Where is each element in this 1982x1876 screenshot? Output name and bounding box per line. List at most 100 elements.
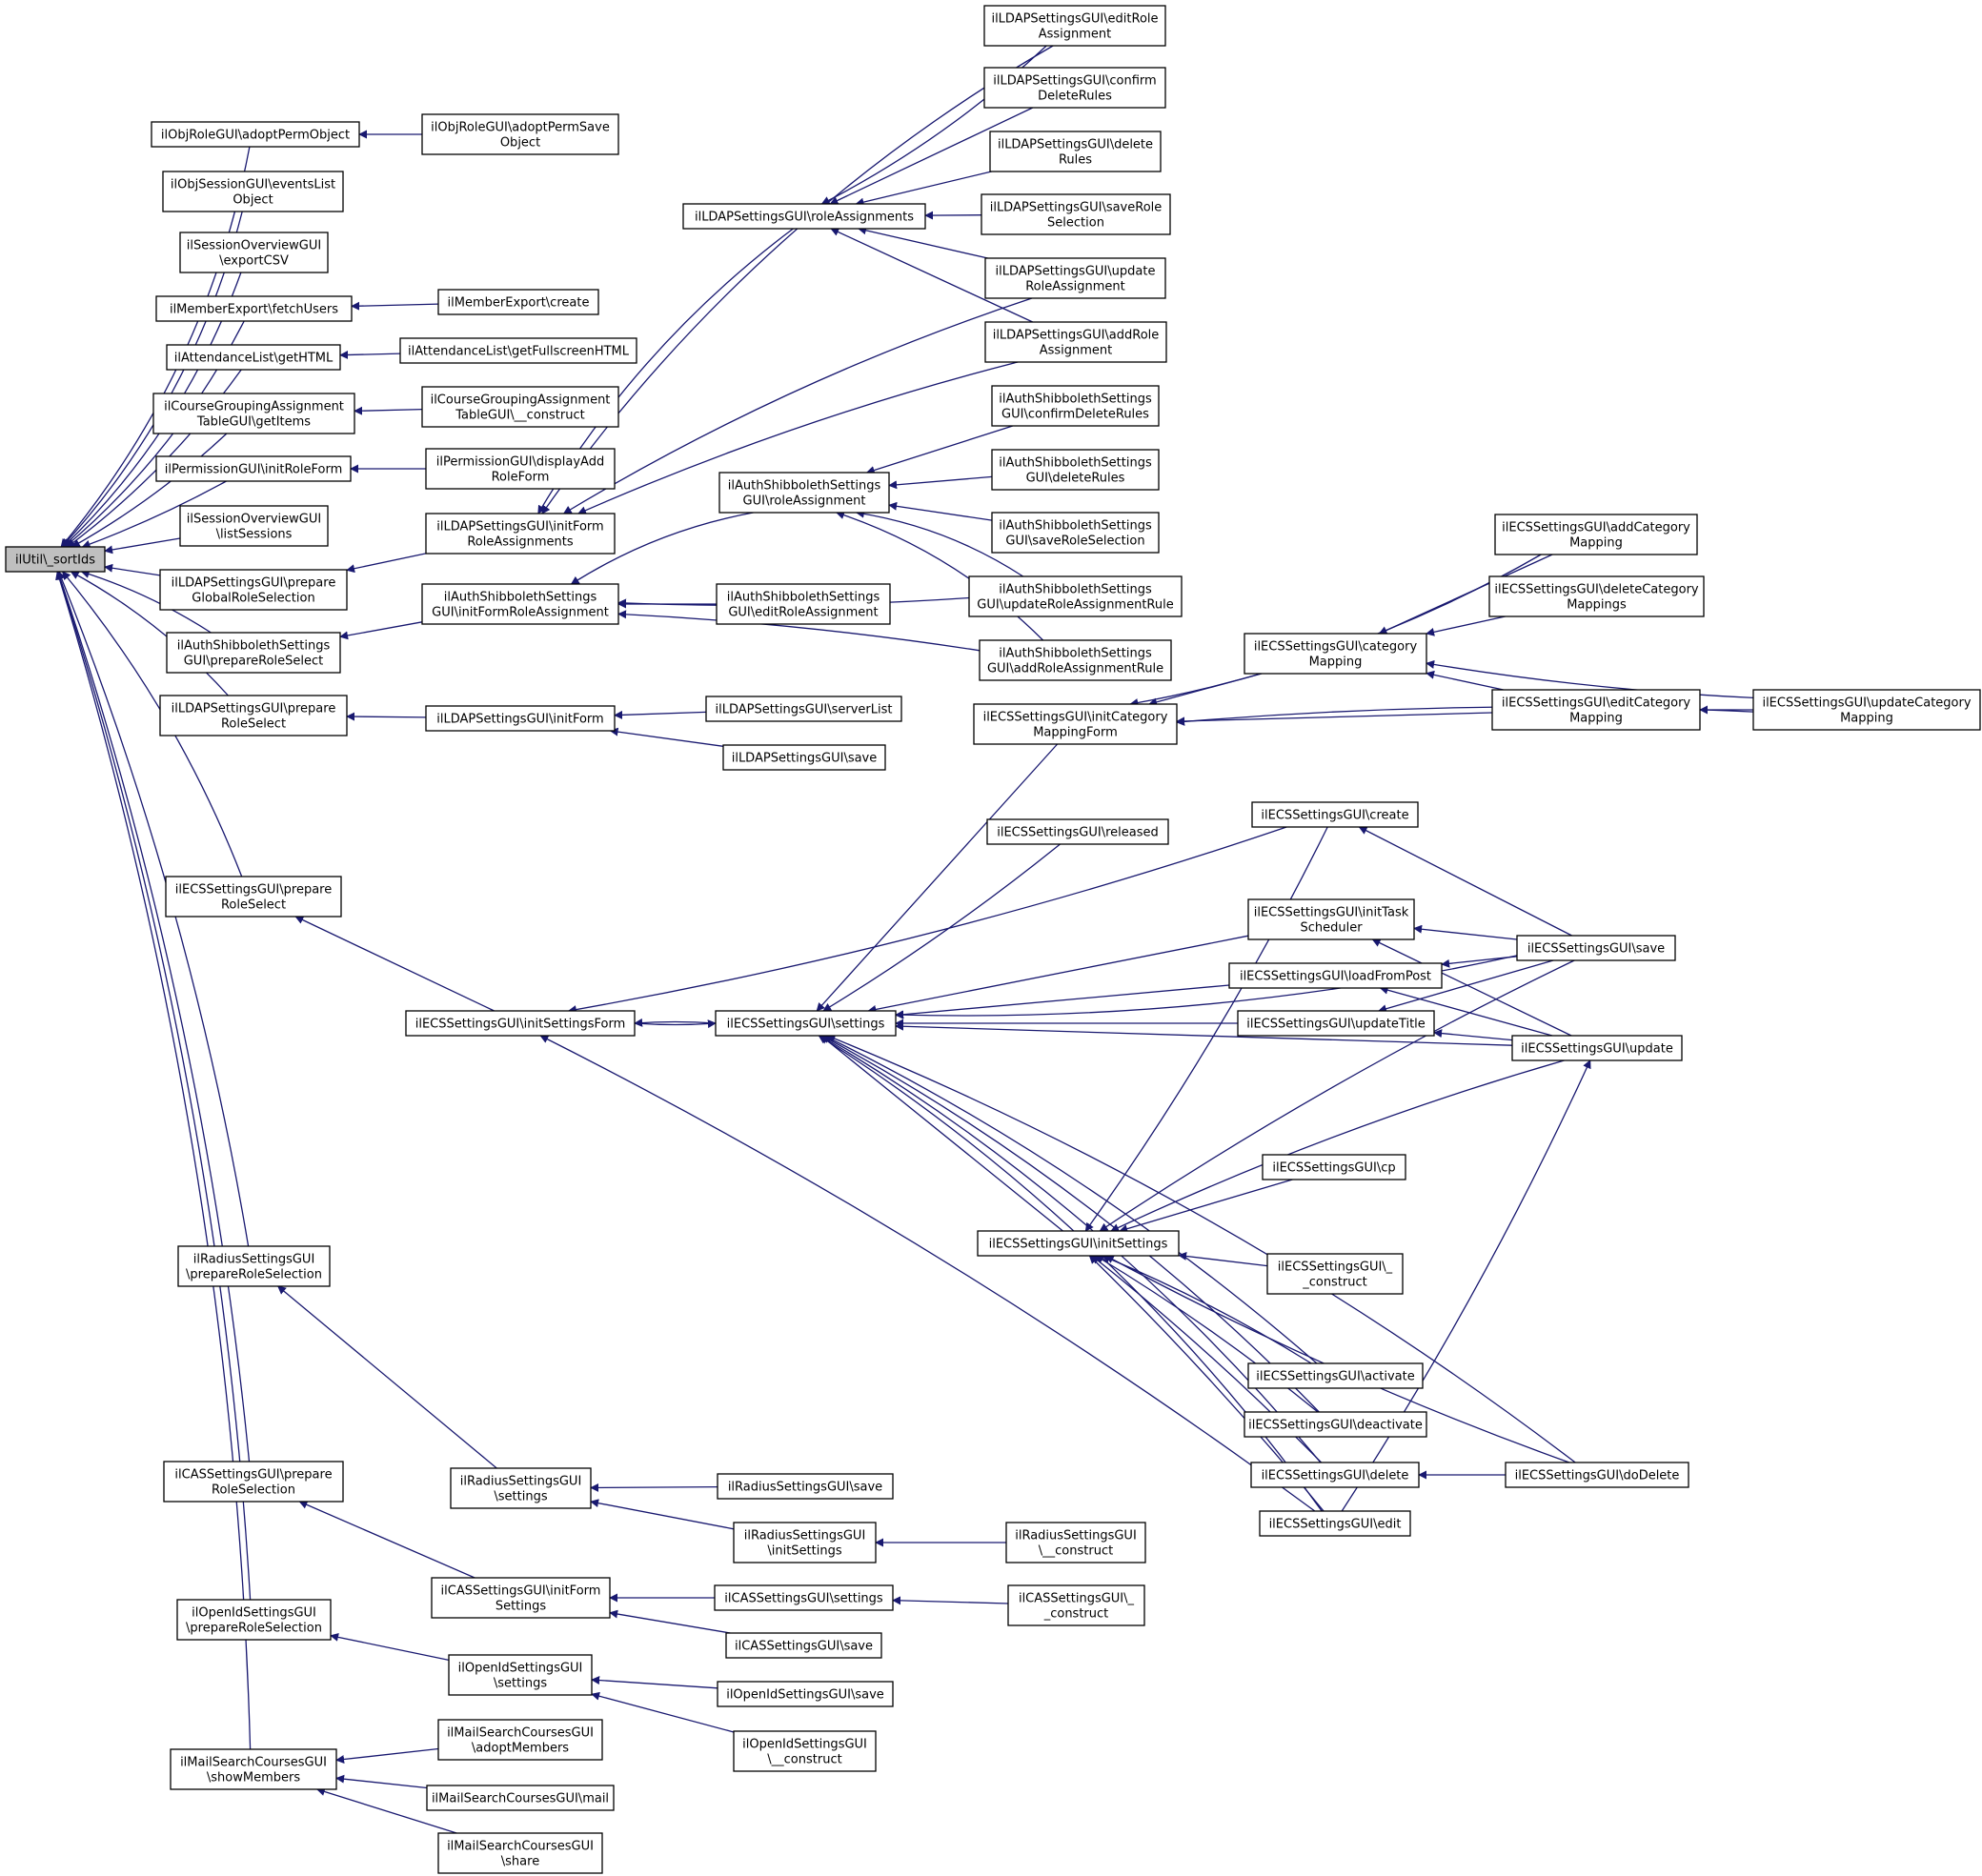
graph-node-ecs-create[interactable]: ilECSSettingsGUI\create <box>1251 801 1419 828</box>
graph-node-mail-mail[interactable]: ilMailSearchCoursesGUI\mail <box>426 1785 615 1811</box>
graph-node-ldap-serverlist[interactable]: ilLDAPSettingsGUI\serverList <box>705 696 902 722</box>
graph-node-cga-getitems[interactable]: ilCourseGroupingAssignmentTableGUI\getIt… <box>152 393 355 434</box>
graph-node-ecs-update[interactable]: ilECSSettingsGUI\update <box>1511 1035 1683 1061</box>
graph-node-perm-initrole[interactable]: ilPermissionGUI\initRoleForm <box>155 455 352 482</box>
node-box <box>1505 1462 1689 1488</box>
call-edge-ecs_cp-to-ecs_initsettings <box>1119 1179 1293 1234</box>
graph-node-member-fetch[interactable]: ilMemberExport\fetchUsers <box>155 295 353 322</box>
node-box <box>977 1230 1180 1257</box>
node-label-line: Rules <box>1059 153 1092 168</box>
call-edge-openid_save-to-openid_settings <box>591 1676 718 1689</box>
graph-node-ecs-loadpost[interactable]: ilECSSettingsGUI\loadFromPost <box>1228 962 1443 989</box>
graph-node-sessov-list[interactable]: ilSessionOverviewGUI\listSessions <box>179 505 329 547</box>
node-label-line: ilLDAPSettingsGUI\confirm <box>993 74 1156 89</box>
graph-node-ldap-save[interactable]: ilLDAPSettingsGUI\save <box>722 744 886 771</box>
graph-node-cas-settings[interactable]: ilCASSettingsGUI\settings <box>714 1584 894 1611</box>
graph-node-ecs-updatetitle[interactable]: ilECSSettingsGUI\updateTitle <box>1237 1010 1435 1037</box>
graph-node-ldap-initform[interactable]: ilLDAPSettingsGUI\initForm <box>425 705 616 732</box>
node-box <box>983 67 1166 109</box>
graph-node-shib-saverolesel[interactable]: ilAuthShibbolethSettingsGUI\saveRoleSele… <box>991 512 1160 554</box>
graph-node-radius-construct[interactable]: ilRadiusSettingsGUI\__construct <box>1005 1522 1146 1563</box>
graph-node-ecs-initsetform[interactable]: ilECSSettingsGUI\initSettingsForm <box>405 1010 636 1037</box>
graph-node-shib-prepsel[interactable]: ilAuthShibbolethSettingsGUI\prepareRoleS… <box>166 632 341 674</box>
graph-node-ldap-prepsel[interactable]: ilLDAPSettingsGUI\prepareRoleSelect <box>159 695 348 736</box>
graph-node-ldap-prepglobal[interactable]: ilLDAPSettingsGUI\prepareGlobalRoleSelec… <box>159 569 348 611</box>
call-edge-ecs_save-to-ecs_loadpost <box>1441 956 1518 968</box>
node-label-line: ilECSSettingsGUI\initSettingsForm <box>415 1018 626 1032</box>
graph-node-radius-initsettings[interactable]: ilRadiusSettingsGUI\initSettings <box>733 1522 877 1563</box>
graph-node-ecs-initsettings[interactable]: ilECSSettingsGUI\initSettings <box>977 1230 1180 1257</box>
graph-node-member-create[interactable]: ilMemberExport\create <box>437 289 599 315</box>
call-edge-shib_addrule-to-shib_initform <box>617 610 981 652</box>
graph-node-root[interactable]: ilUtil\_sortIds <box>5 546 106 573</box>
graph-node-shib-roleassign[interactable]: ilAuthShibbolethSettingsGUI\roleAssignme… <box>718 472 890 514</box>
node-box <box>1516 935 1676 961</box>
graph-node-attend-full[interactable]: ilAttendanceList\getFullscreenHTML <box>399 337 637 364</box>
graph-node-openid-settings[interactable]: ilOpenIdSettingsGUI\settings <box>448 1654 593 1696</box>
graph-node-sessov-export[interactable]: ilSessionOverviewGUI\exportCSV <box>179 232 329 273</box>
graph-node-cas-prepsel[interactable]: ilCASSettingsGUI\prepareRoleSelection <box>163 1461 344 1503</box>
graph-node-ecs-deactivate[interactable]: ilECSSettingsGUI\deactivate <box>1244 1411 1427 1438</box>
graph-node-ecs-cp[interactable]: ilECSSettingsGUI\cp <box>1262 1154 1406 1180</box>
graph-node-ldap-roleassign[interactable]: ilLDAPSettingsGUI\roleAssignments <box>682 203 926 230</box>
graph-node-objrole-adopt[interactable]: ilObjRoleGUI\adoptPermObject <box>151 121 360 148</box>
node-box <box>984 257 1166 299</box>
graph-node-mail-show[interactable]: ilMailSearchCoursesGUI\showMembers <box>170 1748 337 1790</box>
graph-node-ecs-delete[interactable]: ilECSSettingsGUI\delete <box>1250 1462 1420 1488</box>
graph-node-shib-confirmdel[interactable]: ilAuthShibbolethSettingsGUI\confirmDelet… <box>991 385 1160 427</box>
node-label-line: ilECSSettingsGUI\prepare <box>175 883 332 898</box>
graph-node-ldap-saverolesel[interactable]: ilLDAPSettingsGUI\saveRoleSelection <box>981 193 1171 235</box>
node-box <box>437 1719 603 1761</box>
graph-node-shib-addrule[interactable]: ilAuthShibbolethSettingsGUI\addRoleAssig… <box>979 639 1172 681</box>
graph-node-ecs-prepsel[interactable]: ilECSSettingsGUI\prepareRoleSelect <box>165 876 342 918</box>
graph-node-ldap-editrole[interactable]: ilLDAPSettingsGUI\editRoleAssignment <box>983 5 1166 47</box>
graph-node-cas-construct[interactable]: ilCASSettingsGUI\__construct <box>1007 1584 1145 1626</box>
graph-node-ldap-confirmdel[interactable]: ilLDAPSettingsGUI\confirmDeleteRules <box>983 67 1166 109</box>
graph-node-openid-construct[interactable]: ilOpenIdSettingsGUI\__construct <box>733 1730 877 1772</box>
graph-node-ldap-updaterole[interactable]: ilLDAPSettingsGUI\updateRoleAssignment <box>984 257 1166 299</box>
graph-node-cas-save[interactable]: ilCASSettingsGUI\save <box>725 1632 882 1659</box>
graph-node-ldap-addrole[interactable]: ilLDAPSettingsGUI\addRoleAssignment <box>984 321 1167 363</box>
node-label-line: ilECSSettingsGUI\loadFromPost <box>1240 970 1431 984</box>
graph-node-cga-construct[interactable]: ilCourseGroupingAssignmentTableGUI\__con… <box>421 386 619 428</box>
node-label-line: Object <box>233 193 273 208</box>
graph-node-shib-initform[interactable]: ilAuthShibbolethSettingsGUI\initFormRole… <box>421 583 619 625</box>
graph-node-ldap-delrules[interactable]: ilLDAPSettingsGUI\deleteRules <box>989 131 1162 172</box>
graph-node-ecs-save[interactable]: ilECSSettingsGUI\save <box>1516 935 1676 961</box>
graph-node-shib-editrole[interactable]: ilAuthShibbolethSettingsGUI\editRoleAssi… <box>716 583 891 625</box>
graph-node-ecs-construct[interactable]: ilECSSettingsGUI\__construct <box>1266 1253 1404 1295</box>
graph-node-mail-share[interactable]: ilMailSearchCoursesGUI\share <box>437 1832 603 1874</box>
graph-node-ecs-dodelete[interactable]: ilECSSettingsGUI\doDelete <box>1505 1462 1689 1488</box>
graph-node-shib-updaterule[interactable]: ilAuthShibbolethSettingsGUI\updateRoleAs… <box>968 575 1183 617</box>
node-label-line: ilCourseGroupingAssignment <box>431 393 611 408</box>
graph-node-ecs-activate[interactable]: ilECSSettingsGUI\activate <box>1247 1362 1424 1389</box>
node-label-line: GUI\deleteRules <box>1026 472 1125 486</box>
node-label-line: \adoptMembers <box>472 1742 569 1756</box>
graph-node-ecs-settings[interactable]: ilECSSettingsGUI\settings <box>715 1010 897 1037</box>
node-label-line: ilECSSettingsGUI\initSettings <box>989 1238 1168 1252</box>
graph-node-radius-save[interactable]: ilRadiusSettingsGUI\save <box>717 1473 894 1500</box>
graph-node-mail-adopt[interactable]: ilMailSearchCoursesGUI\adoptMembers <box>437 1719 603 1761</box>
graph-node-ecs-edit[interactable]: ilECSSettingsGUI\edit <box>1259 1510 1411 1537</box>
graph-node-openid-prepsel[interactable]: ilOpenIdSettingsGUI\prepareRoleSelection <box>176 1599 332 1641</box>
graph-node-attend-gethtml[interactable]: ilAttendanceList\getHTML <box>166 344 341 371</box>
graph-node-radius-settings[interactable]: ilRadiusSettingsGUI\settings <box>450 1467 592 1509</box>
graph-node-ecs-released[interactable]: ilECSSettingsGUI\released <box>986 818 1169 845</box>
graph-node-openid-save[interactable]: ilOpenIdSettingsGUI\save <box>717 1681 894 1707</box>
graph-node-radius-prepsel[interactable]: ilRadiusSettingsGUI\prepareRoleSelection <box>177 1245 331 1287</box>
graph-node-ldap-initformrole[interactable]: ilLDAPSettingsGUI\initFormRoleAssignment… <box>425 513 616 555</box>
node-box <box>991 385 1160 427</box>
call-edge-ecs_activate-to-ecs_initsettings <box>1101 1254 1312 1364</box>
